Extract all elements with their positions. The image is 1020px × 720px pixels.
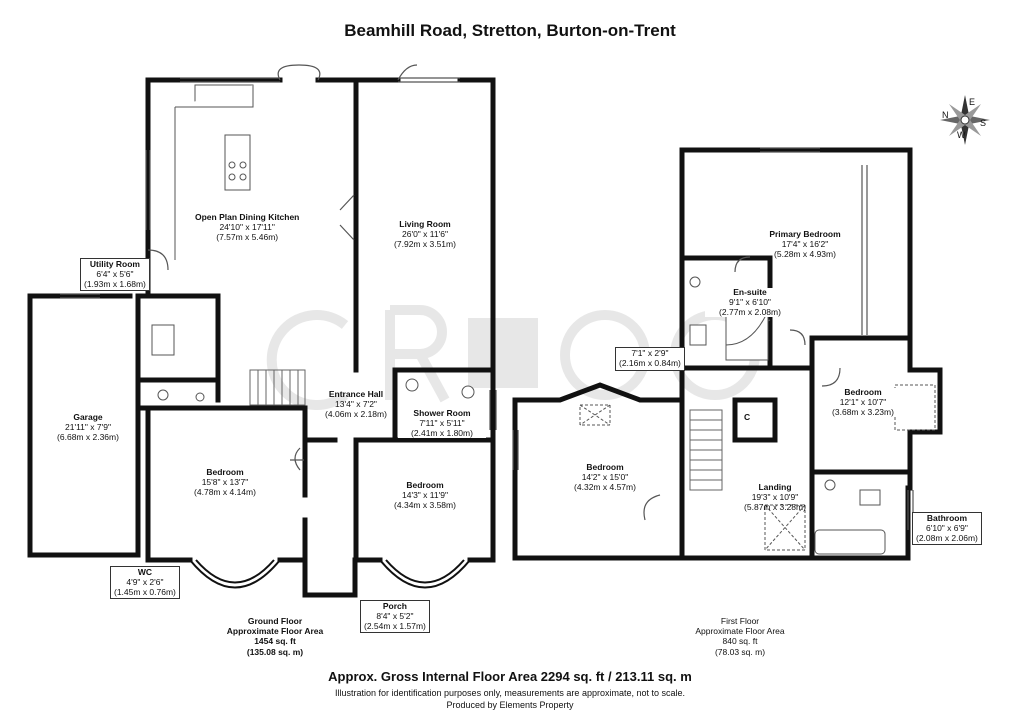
room-imperial: 7'11" x 5'11" [419, 417, 465, 428]
floor-area-label: Approximate Floor Area [695, 626, 785, 637]
room-label-bedroom-ground-right: Bedroom 14'3" x 11'9" (4.34m x 3.58m) [380, 480, 470, 510]
room-label-living-room: Living Room 26'0" x 11'6" (7.92m x 3.51m… [375, 219, 475, 249]
room-name: Bedroom [406, 480, 444, 490]
room-imperial: 13'4" x 7'2" [335, 398, 377, 409]
room-label-bedroom-first-left: Bedroom 14'2" x 15'0" (4.32m x 4.57m) [560, 462, 650, 492]
disclaimer: Illustration for identification purposes… [334, 688, 685, 698]
room-label-porch: Porch 8'4" x 5'2" (2.54m x 1.57m) [360, 600, 430, 634]
first-stairs [689, 409, 723, 491]
first-floor-area: First Floor Approximate Floor Area 840 s… [685, 616, 795, 657]
room-name: Porch [382, 601, 407, 611]
first-fittings [579, 276, 936, 555]
floor-area-metric: (135.08 sq. m) [246, 646, 304, 657]
room-name: Bathroom [926, 513, 968, 523]
compass-letter-e: E [969, 97, 976, 107]
room-metric: (4.78m x 4.14m) [194, 486, 256, 497]
room-imperial: 7'1" x 2'9" [631, 348, 669, 358]
room-label-shower-room: Shower Room 7'11" x 5'11" (2.41m x 1.80m… [398, 408, 486, 439]
room-name: Garage [73, 412, 103, 422]
room-imperial: 26'0" x 11'6" [402, 228, 448, 239]
produced-by: Produced by Elements Property [446, 700, 574, 710]
room-metric: (4.34m x 3.58m) [394, 499, 456, 510]
compass-letter-s: S [980, 118, 987, 128]
room-name: Living Room [399, 219, 451, 229]
floor-area-imperial: 1454 sq. ft [254, 636, 296, 647]
ground-stairs [249, 369, 306, 406]
room-label-first-cupboard: 7'1" x 2'9" (2.16m x 0.84m) [615, 347, 685, 371]
room-metric: (2.08m x 2.06m) [916, 532, 978, 543]
room-metric: (1.93m x 1.68m) [84, 278, 146, 289]
ground-floor-walls [27, 77, 496, 598]
room-imperial: 17'4" x 16'2" [781, 238, 829, 249]
cupboard-label: C [744, 412, 751, 422]
compass-letter-w: W [957, 130, 966, 140]
room-metric: (2.16m x 0.84m) [619, 357, 681, 368]
room-label-landing: Landing 19'3" x 10'9" (5.87m x 3.28m) [735, 482, 815, 512]
room-metric: (7.57m x 5.46m) [216, 231, 279, 242]
room-imperial: 4'9" x 2'6" [126, 576, 164, 587]
kitchen-fittings [151, 84, 479, 433]
room-name: Bedroom [586, 462, 624, 472]
room-name: Landing [758, 482, 792, 492]
room-label-utility-room: Utility Room 6'4" x 5'6" (1.93m x 1.68m) [80, 258, 150, 292]
compass-rose-icon [940, 95, 990, 145]
room-imperial: 12'1" x 10'7" [839, 396, 887, 407]
room-name: Utility Room [89, 259, 140, 269]
floor-name: First Floor [720, 616, 760, 626]
room-label-open-plan-dining-kitchen: Open Plan Dining Kitchen 24'10" x 17'11"… [195, 212, 300, 242]
room-imperial: 9'1" x 6'10" [729, 296, 771, 307]
room-metric: (4.32m x 4.57m) [574, 481, 636, 492]
floor-area-metric: (78.03 sq. m) [714, 646, 766, 657]
floor-area-imperial: 840 sq. ft [722, 636, 758, 647]
room-imperial: 8'4" x 5'2" [376, 610, 414, 621]
room-metric: (5.87m x 3.28m) [744, 501, 806, 512]
gross-internal-area: Approx. Gross Internal Floor Area 2294 s… [328, 669, 692, 684]
compass-letter-n: N [942, 110, 949, 120]
room-label-primary-bedroom: Primary Bedroom 17'4" x 16'2" (5.28m x 4… [750, 229, 860, 259]
floor-name: Ground Floor [247, 616, 303, 626]
room-metric: (5.28m x 4.93m) [774, 248, 836, 259]
room-label-garage: Garage 21'11" x 7'9" (6.68m x 2.36m) [38, 412, 138, 442]
room-name: WC [137, 567, 153, 577]
room-imperial: 19'3" x 10'9" [751, 491, 799, 502]
room-imperial: 6'10" x 6'9" [926, 522, 968, 533]
room-name: Primary Bedroom [769, 229, 841, 239]
room-label-bedroom-first-right: Bedroom 12'1" x 10'7" (3.68m x 3.23m) [828, 387, 898, 418]
room-name: Shower Room [413, 408, 471, 418]
room-name: Bedroom [206, 467, 244, 477]
room-label-wc: WC 4'9" x 2'6" (1.45m x 0.76m) [110, 566, 180, 600]
room-name: Open Plan Dining Kitchen [195, 212, 300, 222]
room-metric: (3.68m x 3.23m) [832, 406, 894, 417]
ground-openings [60, 64, 497, 471]
ground-bay-windows [189, 559, 471, 589]
room-imperial: 14'2" x 15'0" [581, 471, 629, 482]
first-floor-walls [512, 147, 943, 561]
room-metric: (1.45m x 0.76m) [114, 586, 176, 597]
room-label-bathroom: Bathroom 6'10" x 6'9" (2.08m x 2.06m) [912, 512, 982, 546]
room-metric: (6.68m x 2.36m) [57, 431, 119, 442]
room-label-en-suite: En-suite 9'1" x 6'10" (2.77m x 2.08m) [705, 287, 795, 318]
ground-floor-area: Ground Floor Approximate Floor Area 1454… [220, 616, 330, 657]
room-metric: (4.06m x 2.18m) [325, 408, 387, 419]
room-metric: (7.92m x 3.51m) [394, 238, 456, 249]
floor-area-label: Approximate Floor Area [226, 626, 324, 637]
room-imperial: 24'10" x 17'11" [219, 221, 275, 232]
room-name: En-suite [733, 287, 767, 297]
room-metric: (2.54m x 1.57m) [364, 620, 426, 631]
room-imperial: 6'4" x 5'6" [96, 268, 134, 279]
page-title: Beamhill Road, Stretton, Burton-on-Trent [344, 21, 676, 40]
room-name: Bedroom [844, 387, 882, 397]
room-metric: (2.77m x 2.08m) [719, 306, 781, 317]
room-label-entrance-hall: Entrance Hall 13'4" x 7'2" (4.06m x 2.18… [318, 389, 394, 419]
room-imperial: 15'8" x 13'7" [201, 476, 249, 487]
room-imperial: 21'11" x 7'9" [65, 421, 111, 432]
room-imperial: 14'3" x 11'9" [402, 489, 448, 500]
room-name: Entrance Hall [328, 389, 384, 399]
room-metric: (2.41m x 1.80m) [411, 427, 473, 438]
room-label-bedroom-ground-left: Bedroom 15'8" x 13'7" (4.78m x 4.14m) [180, 467, 270, 497]
